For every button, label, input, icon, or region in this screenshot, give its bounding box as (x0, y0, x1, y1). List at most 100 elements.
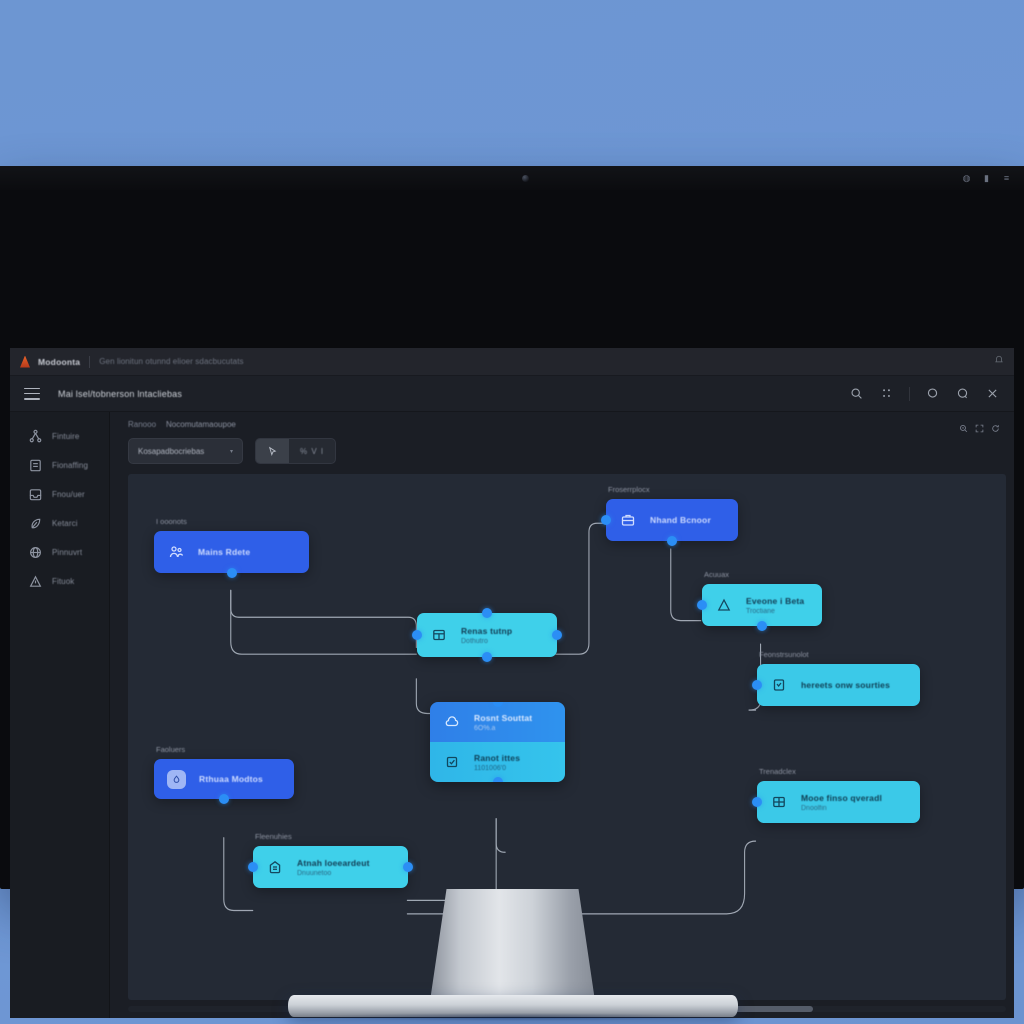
node-card-7[interactable]: Atnah loeeardeut Dnuunetoo (248, 846, 413, 888)
breadcrumb-item-1[interactable]: Nocomutamaoupoe (166, 420, 236, 429)
flow-node-stacked-metrics[interactable]: Rosnt Souttat 6O%.a Ranot ittes 1101006'… (430, 702, 565, 782)
package-icon (430, 626, 448, 644)
help-icon[interactable] (955, 386, 970, 401)
node-port-bottom-0[interactable] (226, 568, 237, 578)
monitor-stand-shadow (300, 1013, 726, 1021)
node-group-label-1: Froserrplocx (608, 485, 650, 494)
node-text-3: Eveone i Beta Troctiane (746, 596, 804, 615)
node-card-0[interactable]: Mains Rdete (154, 531, 309, 578)
globe-icon (28, 545, 43, 560)
sidebar-item-label-4: Pinnuvrt (52, 548, 83, 557)
node-text-6: Rthuaa Modtos (199, 774, 263, 784)
monitor-bezel-top: ◍ ▮ ≡ (0, 166, 1024, 190)
app-header: Mai lsel/tobnerson lntacliebas (10, 376, 1014, 412)
node-subtitle-2: Dothutro (461, 637, 488, 645)
node-group-label-0: I ooonots (156, 517, 187, 526)
briefcase-icon (619, 511, 637, 529)
stacked-text-0: Rosnt Souttat 6O%.a (474, 713, 532, 732)
node-group-label-5: Trenadclex (759, 767, 796, 776)
inbox-icon (28, 487, 43, 502)
stacked-title-0: Rosnt Souttat (474, 712, 533, 723)
sidebar: Fintuire Fionaffing Fnou/uer Ketarci Pin… (10, 412, 110, 1018)
notification-icon[interactable] (994, 355, 1004, 368)
flow-node-eveone-ibeta[interactable]: Acuuax Eveone i Beta Troctiane (697, 570, 822, 631)
node-port-left-7[interactable] (248, 862, 258, 872)
alert-icon (28, 574, 43, 589)
node-card-2[interactable]: Renas tutnp Dothutro (412, 608, 562, 662)
fit-screen-icon[interactable] (975, 420, 984, 433)
node-subtitle-5: Dnoolfin (801, 804, 827, 812)
node-port-left-1[interactable] (601, 515, 611, 525)
node-title-4: hereets onw sourties (801, 680, 891, 690)
node-card-3[interactable]: Eveone i Beta Troctiane (697, 584, 822, 631)
node-port-right-7[interactable] (403, 862, 413, 872)
node-port-bottom-6[interactable] (219, 794, 229, 804)
node-port-left-2[interactable] (412, 630, 422, 640)
apps-grid-icon[interactable] (879, 386, 894, 401)
zoom-level-label: % V I (300, 446, 325, 456)
alert-triangle-icon (715, 596, 733, 614)
chevron-down-icon: ▾ (229, 448, 233, 455)
node-port-left-3[interactable] (697, 600, 707, 610)
pointer-tool-button[interactable] (256, 439, 289, 463)
node-title-6: Rthuaa Modtos (199, 774, 263, 784)
flow-node-rthuaa-modtos[interactable]: Faoluers Rthuaa Modtos (154, 745, 294, 804)
droplet-icon (167, 769, 186, 789)
share-icon[interactable] (925, 386, 940, 401)
node-text-0: Mains Rdete (198, 547, 250, 557)
sidebar-item-label-1: Fionaffing (52, 461, 88, 470)
sidebar-item-label-2: Fnou/uer (52, 490, 85, 499)
node-port-right-2[interactable] (552, 630, 562, 640)
titlebar-divider (89, 355, 91, 368)
node-port-bottom-2[interactable] (482, 652, 492, 662)
breadcrumb-item-0[interactable]: Ranooo (128, 420, 157, 429)
node-text-7: Atnah loeeardeut Dnuunetoo (297, 858, 370, 877)
node-card-6[interactable]: Rthuaa Modtos (154, 759, 294, 804)
toolbar: Kosapadbocriebas ▾ % V I (128, 438, 337, 464)
node-port-bottom-1[interactable] (667, 536, 677, 546)
flow-node-renas-tutnp[interactable]: Renas tutnp Dothutro (412, 608, 562, 662)
node-card-1[interactable]: Nhand Bcnoor (601, 499, 738, 546)
stacked-row-1[interactable]: Ranot ittes 1101006'0 (430, 742, 565, 782)
header-divider (909, 386, 910, 401)
canvas-tools (959, 420, 1000, 433)
filter-select[interactable]: Kosapadbocriebas ▾ (128, 438, 243, 464)
sidebar-item-3[interactable]: Ketarci (10, 509, 109, 538)
node-port-bottom-3[interactable] (757, 621, 767, 631)
hamburger-menu-icon[interactable] (24, 387, 40, 400)
breadcrumb: Ranooo Nocomutamaoupoe (128, 420, 236, 429)
flow-node-nhand-bcnoor[interactable]: Froserrplocx Nhand Bcnoor (601, 485, 738, 546)
node-title-3: Eveone i Beta (746, 595, 805, 606)
node-card-4[interactable]: hereets onw sourties (752, 664, 920, 706)
flow-node-atnah-loeeardeut[interactable]: Fleenuhies Atnah loeeardeut Dnuunetoo (248, 832, 413, 888)
stacked-port-bottom[interactable] (492, 777, 503, 782)
webcam-icon (522, 175, 529, 182)
close-icon[interactable] (985, 386, 1000, 401)
zoom-in-icon[interactable] (959, 420, 968, 433)
monitor-stand-base (288, 995, 738, 1017)
sidebar-item-0[interactable]: Fintuire (10, 422, 109, 451)
flow-node-mains-rdete[interactable]: I ooonots Mains Rdete (154, 517, 309, 578)
sidebar-item-5[interactable]: Fituok (10, 567, 109, 596)
refresh-icon[interactable] (991, 420, 1000, 432)
stacked-card[interactable]: Rosnt Souttat 6O%.a Ranot ittes 1101006'… (430, 702, 565, 782)
node-port-left-5[interactable] (752, 797, 762, 807)
sidebar-item-4[interactable]: Pinnuvrt (10, 538, 109, 567)
stacked-row-0[interactable]: Rosnt Souttat 6O%.a (430, 702, 565, 742)
node-card-5[interactable]: Mooe finso qveradl Dnoolfin (752, 781, 920, 823)
cloud-icon (443, 713, 461, 731)
search-icon[interactable] (849, 386, 864, 401)
flow-node-mooe-finso-qveradl[interactable]: Trenadclex Mooe finso qveradl Dnoolfin (752, 767, 920, 823)
stacked-title-1: Ranot ittes (474, 752, 521, 763)
sidebar-item-2[interactable]: Fnou/uer (10, 480, 109, 509)
os-subtitle: Gen lionitun otunnd elioer sdacbucutats (99, 357, 244, 366)
sidebar-item-1[interactable]: Fionaffing (10, 451, 109, 480)
node-group-label-4: Feonstrsunolot (759, 650, 809, 659)
node-port-left-4[interactable] (752, 680, 762, 690)
stacked-text-1: Ranot ittes 1101006'0 (474, 753, 520, 772)
flow-node-hereets-onw-sourties[interactable]: Feonstrsunolot hereets onw sourties (752, 650, 920, 706)
zoom-level-button[interactable]: % V I (289, 439, 335, 463)
node-port-top-2[interactable] (482, 608, 492, 618)
users-icon (167, 543, 185, 561)
stacked-port-top[interactable] (492, 702, 503, 707)
